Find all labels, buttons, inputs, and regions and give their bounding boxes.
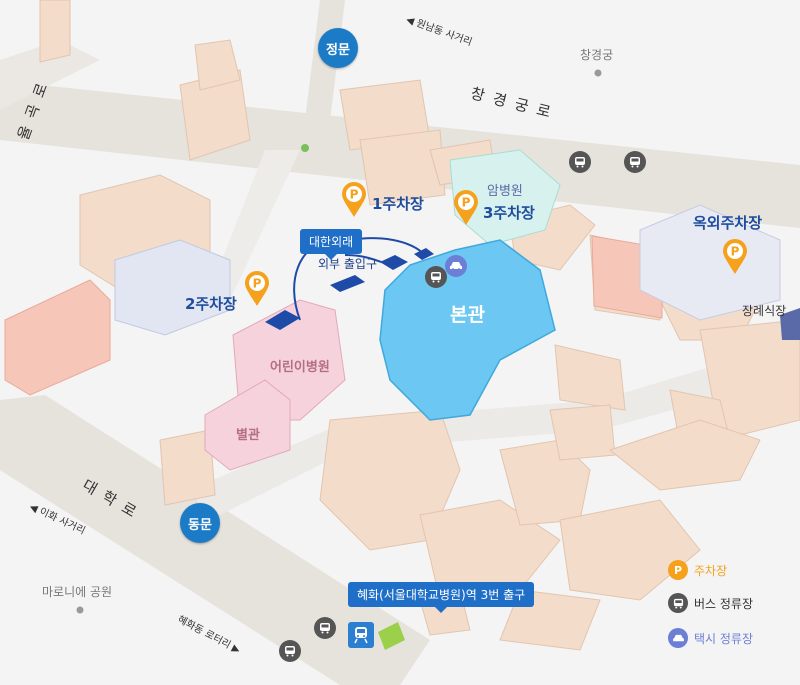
label-parking-3: 3주차장 — [483, 204, 535, 222]
main-gate-marker[interactable]: 정문 — [318, 28, 358, 68]
legend-taxi-label: 택시 정류장 — [694, 631, 754, 646]
parking-pin-2[interactable]: P — [244, 271, 270, 307]
bus-stop-icon[interactable] — [624, 151, 646, 173]
road-daehak — [0, 395, 430, 685]
parking-pin-outdoor[interactable]: P — [722, 239, 748, 275]
tree-dot — [301, 144, 309, 152]
parking-pin-3-glyph: P — [462, 196, 471, 210]
east-gate-marker[interactable]: 동문 — [180, 503, 220, 543]
building-salmon — [4, 279, 111, 396]
building-main — [379, 239, 556, 421]
parking-pin-3[interactable]: P — [453, 190, 479, 226]
label-parking-outdoor: 옥외주차장 — [693, 214, 763, 232]
building-annex — [204, 379, 291, 471]
subway-exit-callout[interactable]: 혜화(서울대학교병원)역 3번 출구 — [348, 582, 535, 613]
campus-road-south — [190, 340, 800, 520]
outpatient-callout[interactable]: 대한외래 — [300, 229, 363, 260]
bus-stop-icon[interactable] — [279, 640, 301, 662]
legend-bus-label: 버스 정류장 — [694, 596, 754, 611]
taxi-stop-icon[interactable] — [445, 255, 467, 277]
legend-parking-label: 주차장 — [694, 563, 728, 578]
legend-taxi: 택시 정류장 — [668, 628, 753, 648]
label-parking-2: 2주차장 — [185, 295, 237, 313]
parking-icon: P — [668, 560, 688, 580]
label-parking-1: 1주차장 — [372, 195, 424, 213]
building-west-lilac — [114, 239, 231, 336]
changgyeonggung-dot — [594, 69, 602, 77]
bus-stop-icon[interactable] — [314, 617, 336, 639]
entrance-marker-center — [330, 275, 365, 292]
legend-parking: P 주차장 — [668, 560, 727, 580]
subway-icon[interactable] — [348, 622, 374, 648]
legend-bus: 버스 정류장 — [668, 593, 753, 613]
entrance-marker-mid — [380, 255, 408, 270]
maronnier-dot — [76, 606, 84, 614]
label-annex: 별관 — [236, 428, 260, 443]
parking-pin-2-glyph: P — [253, 277, 262, 291]
parking-pin-1[interactable]: P — [341, 182, 367, 218]
building-outdoor-parking — [639, 204, 781, 321]
label-funeral-hall: 장례식장 — [742, 304, 787, 318]
bus-icon — [668, 593, 688, 613]
subway-exit-block — [378, 622, 405, 650]
building-funeral-hall — [780, 308, 800, 340]
entrance-marker-west — [265, 310, 300, 330]
label-main-building: 본관 — [450, 304, 485, 326]
bus-stop-icon[interactable] — [569, 151, 591, 173]
place-maronnier-park: 마로니에 공원 — [42, 585, 113, 599]
bus-stop-icon[interactable] — [425, 266, 447, 288]
label-cancer-hospital: 암병원 — [487, 184, 523, 199]
parking-pin-outdoor-glyph: P — [731, 245, 740, 259]
label-childrens-hospital: 어린이병원 — [270, 360, 330, 375]
place-changgyeonggung: 창경궁 — [580, 48, 614, 62]
taxi-icon — [668, 628, 688, 648]
building-cancer-hospital — [449, 149, 561, 246]
parking-pin-1-glyph: P — [350, 188, 359, 202]
road-yulgok — [0, 40, 100, 110]
label-external-entrance: 외부 출입구 — [318, 257, 378, 271]
entrance-marker-east — [414, 248, 434, 260]
campus-road-west — [210, 150, 300, 300]
